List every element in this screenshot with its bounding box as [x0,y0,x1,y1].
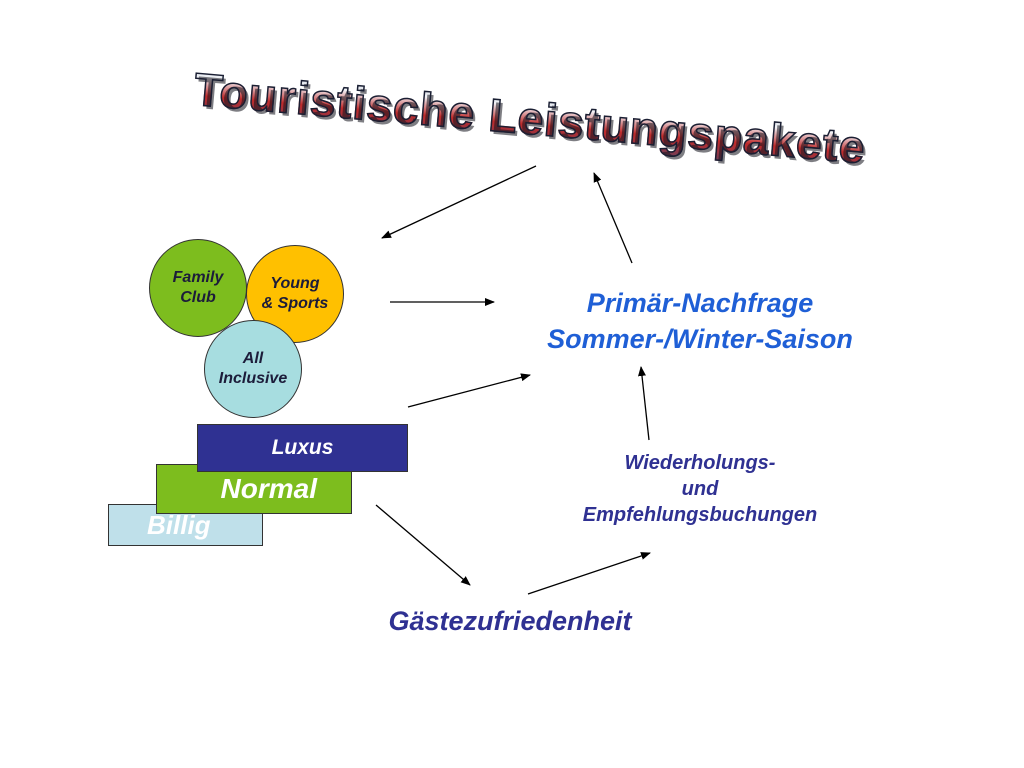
tier-luxus: Luxus [197,424,408,472]
tier-luxus-label: Luxus [271,436,334,459]
arrow-primaer-to-title [593,172,633,264]
wieder-line-2: und [681,478,719,500]
family-club-circle: Family Club [149,239,247,337]
wieder-line-3: Empfehlungsbuchungen [582,504,818,526]
primaer-line-1: Primär-Nachfrage [586,288,814,318]
arrow-title-to-packages [381,165,537,239]
all-inclusive-label: All Inclusive [218,350,288,387]
young-sports-label: Young & Sports [261,275,329,312]
arrow-tiers-to-primaer [407,373,531,408]
arrow-wiederholung-to-primaer [638,366,650,441]
arrow-gaeste-to-wiederholung [527,552,651,595]
tier-normal: Normal [156,464,352,514]
tier-billig-label: Billig [147,509,211,540]
gaestezufriedenheit: Gästezufriedenheit [388,606,632,636]
arrow-tiers-to-gaeste [375,504,471,586]
all-inclusive-circle: All Inclusive [204,320,302,418]
tier-normal-label: Normal [220,473,317,504]
primaer-nachfrage: Primär-Nachfrage Sommer-/Winter-Saison [470,285,930,357]
wieder-line-1: Wiederholungs- [624,452,776,474]
wiederholungs-buchungen: Wiederholungs- und Empfehlungsbuchungen [520,450,880,528]
primaer-line-2: Sommer-/Winter-Saison [547,324,853,354]
family-club-label: Family Club [172,269,224,306]
